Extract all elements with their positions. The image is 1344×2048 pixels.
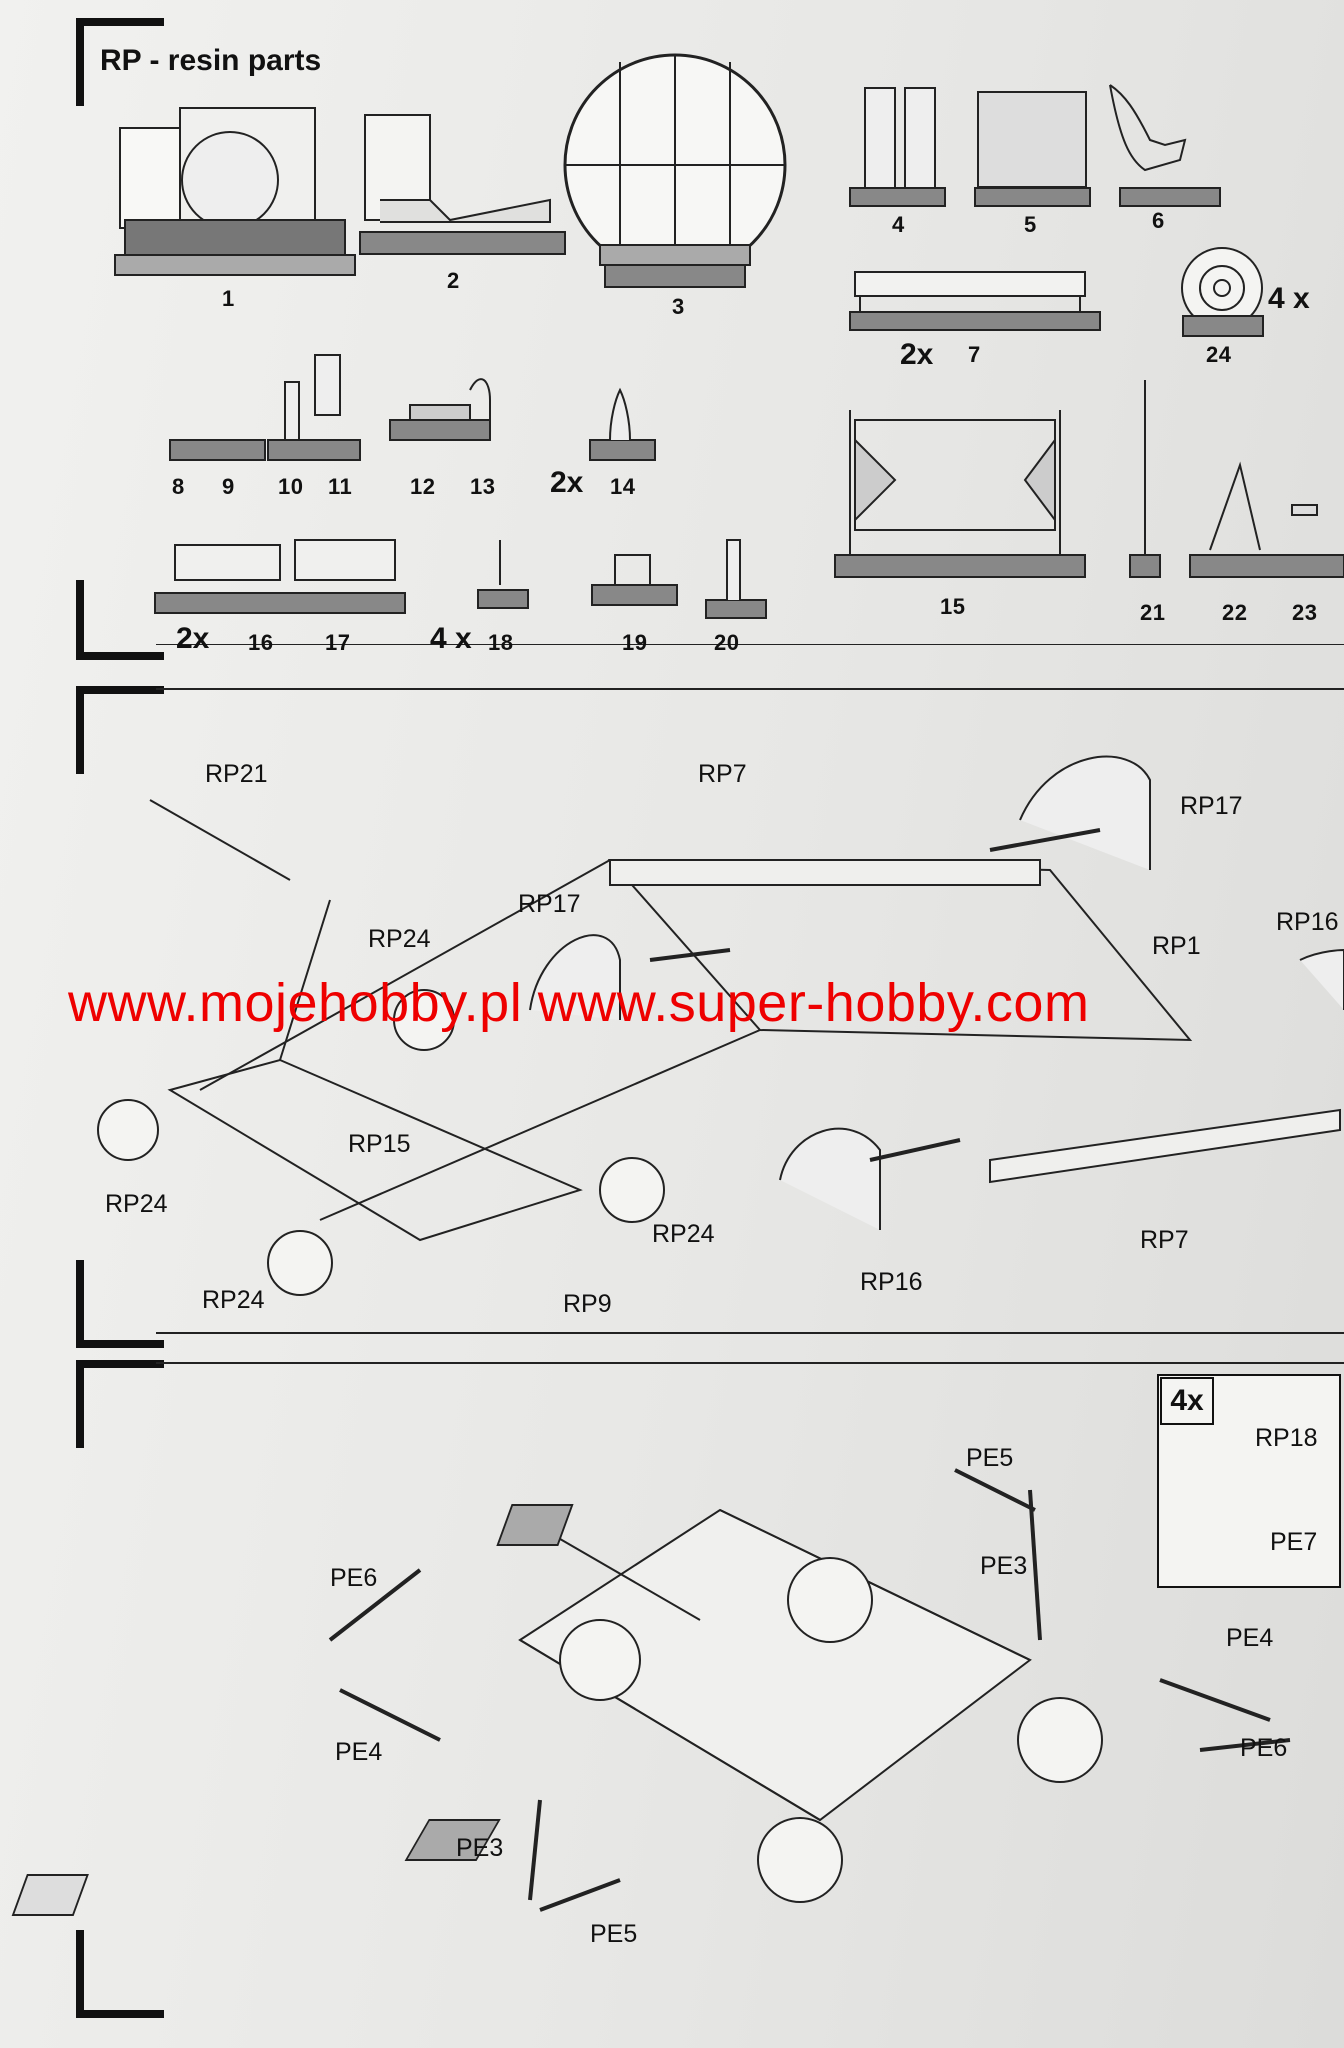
label-pe5-bottom: PE5 [590, 1920, 638, 1948]
label-pe4-left: PE4 [335, 1738, 383, 1766]
inset-box [1157, 1374, 1341, 1588]
part-label-13: 13 [470, 474, 496, 499]
label-rp18: RP18 [1255, 1424, 1318, 1452]
label-rp1: RP1 [1152, 932, 1201, 960]
part-label-1: 1 [222, 286, 235, 311]
parts-16-to-20-drawing [154, 539, 767, 619]
part-label-14: 14 [610, 474, 636, 499]
label-rp15: RP15 [348, 1130, 411, 1158]
part-label-18: 18 [488, 630, 514, 655]
section3-corner-bottom [76, 1930, 164, 2018]
trailer-assembled-drawing [11, 1468, 1291, 1916]
label-rp16-right: RP16 [1276, 908, 1339, 936]
part-7-multiplier: 2x [900, 338, 934, 371]
part-label-16: 16 [248, 630, 274, 655]
part-7-drawing [849, 271, 1101, 331]
section3-top-line [156, 1362, 1344, 1364]
label-rp7-top: RP7 [698, 760, 747, 788]
part-label-17: 17 [325, 630, 351, 655]
part-label-24: 24 [1206, 342, 1232, 367]
parts-21-22-23-drawing [1129, 380, 1344, 578]
part-label-7: 7 [968, 342, 981, 367]
chassis-exploded-drawing [97, 755, 1344, 1296]
inset-multiplier: 4x [1160, 1377, 1214, 1425]
label-pe6-right: PE6 [1240, 1734, 1288, 1762]
label-rp24-bottom: RP24 [202, 1286, 265, 1314]
section3-corner-top [76, 1360, 164, 1448]
label-pe7: PE7 [1270, 1528, 1318, 1556]
section2-corner-top [76, 686, 164, 774]
label-rp24-top: RP24 [368, 925, 431, 953]
part-label-6: 6 [1152, 208, 1165, 233]
watermark-text: www.mojehobby.pl www.super-hobby.com [68, 973, 1090, 1033]
section2-corner-bottom [76, 1260, 164, 1348]
label-pe3-bottom: PE3 [456, 1834, 504, 1862]
section1-corner-top [76, 18, 164, 106]
parts-8-to-14-drawing [169, 354, 656, 461]
label-pe6-left: PE6 [330, 1564, 378, 1592]
parts-4-5-6-drawing [849, 84, 1221, 207]
part-label-23: 23 [1292, 600, 1318, 625]
part-label-12: 12 [410, 474, 436, 499]
part-18-multiplier: 4 x [430, 622, 472, 655]
part-label-19: 19 [622, 630, 648, 655]
part-14-multiplier: 2x [550, 466, 584, 499]
section2-bottom-line [156, 1332, 1344, 1334]
part-24-multiplier: 4 x [1268, 282, 1310, 315]
part-2-drawing [359, 114, 566, 255]
label-pe5-top: PE5 [966, 1444, 1014, 1472]
part-label-9: 9 [222, 474, 235, 499]
label-rp24-left: RP24 [105, 1190, 168, 1218]
part-label-8: 8 [172, 474, 185, 499]
part-label-5: 5 [1024, 212, 1037, 237]
label-pe4-right: PE4 [1226, 1624, 1274, 1652]
part-label-2: 2 [447, 268, 460, 293]
part-label-20: 20 [714, 630, 740, 655]
section1-title: RP - resin parts [100, 44, 322, 77]
part-label-22: 22 [1222, 600, 1248, 625]
label-rp24-mid: RP24 [652, 1220, 715, 1248]
part-3-drawing [563, 53, 787, 288]
label-pe3-top: PE3 [980, 1552, 1028, 1580]
section2-top-line [156, 688, 1344, 690]
part-label-21: 21 [1140, 600, 1166, 625]
part-label-11: 11 [328, 474, 353, 499]
label-rp17-left: RP17 [518, 890, 581, 918]
label-rp16-bottom: RP16 [860, 1268, 923, 1296]
part-label-4: 4 [892, 212, 905, 237]
section1-bottom-line [156, 644, 1344, 645]
part-15-drawing [834, 410, 1086, 578]
part-1-drawing [114, 107, 356, 276]
part-label-3: 3 [672, 294, 685, 319]
part-label-10: 10 [278, 474, 304, 499]
part-label-15: 15 [940, 594, 966, 619]
section1-corner-bottom [76, 580, 164, 660]
label-rp21: RP21 [205, 760, 268, 788]
part-24-drawing [1181, 247, 1264, 337]
label-rp17-right: RP17 [1180, 792, 1243, 820]
label-rp9: RP9 [563, 1290, 612, 1318]
part-16-multiplier: 2x [176, 622, 210, 655]
label-rp7-bottom: RP7 [1140, 1226, 1189, 1254]
